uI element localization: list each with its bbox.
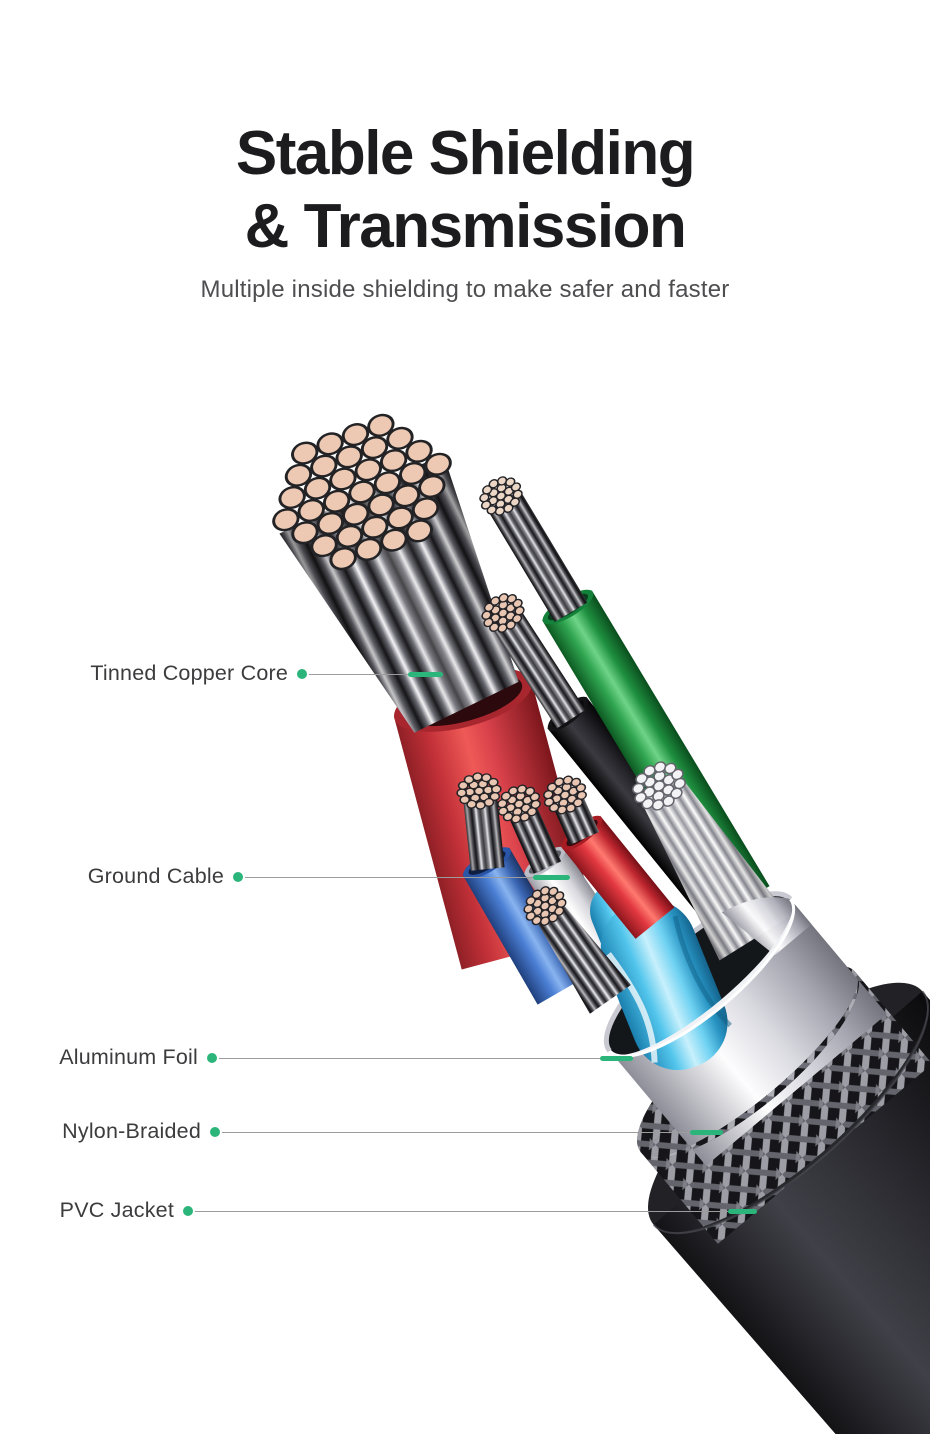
- callout-dot: [233, 872, 243, 882]
- callout-label-nylon-braided: Nylon-Braided: [62, 1119, 201, 1143]
- leader-tip: [408, 671, 443, 677]
- aluminum-foil-far-rim: [721, 897, 812, 956]
- leader-tip: [690, 1129, 723, 1135]
- callout-dot: [207, 1053, 217, 1063]
- page-title: Stable Shielding & Transmission: [0, 118, 930, 263]
- leader-tip: [728, 1208, 757, 1214]
- title-line2: & Transmission: [244, 191, 687, 261]
- callout-dot: [297, 669, 307, 679]
- blue-wire-strands: [462, 789, 505, 871]
- leader-line: [219, 1057, 600, 1059]
- green-wire-strands: [487, 490, 588, 622]
- callout-label-tinned-copper-core: Tinned Copper Core: [90, 661, 288, 685]
- leader-tip: [533, 874, 570, 880]
- leader-line: [195, 1210, 728, 1212]
- leader-line: [245, 876, 533, 878]
- leader-line: [309, 673, 408, 675]
- front-strand-bundle: [532, 897, 631, 1014]
- callout-dot: [183, 1206, 193, 1216]
- callout-dot: [210, 1127, 220, 1137]
- title-line1: Stable Shielding: [235, 119, 696, 188]
- page-subtitle: Multiple inside shielding to make safer …: [200, 276, 730, 303]
- callout-label-aluminum-foil: Aluminum Foil: [59, 1045, 198, 1069]
- callout-label-pvc-jacket: PVC Jacket: [59, 1198, 174, 1222]
- callout-label-ground-cable: Ground Cable: [87, 864, 224, 888]
- black-wire-strands: [489, 605, 586, 729]
- pvc-jacket-rim: [652, 990, 929, 1235]
- leader-line: [222, 1131, 690, 1133]
- leader-tip: [600, 1055, 633, 1061]
